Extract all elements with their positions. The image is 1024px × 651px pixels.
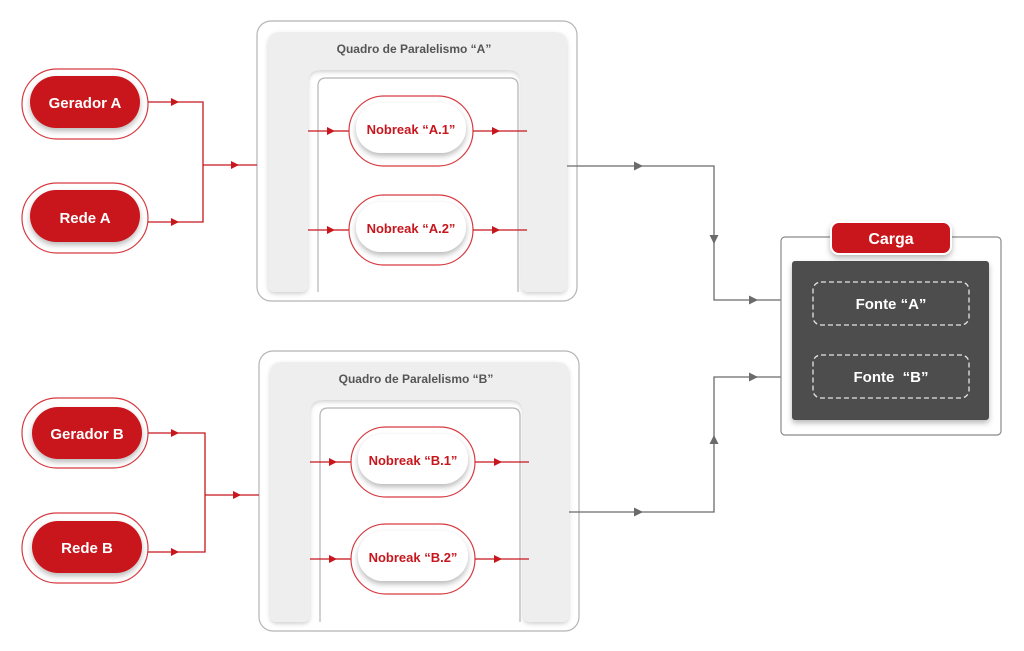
source-gerador-b: Gerador B — [21, 397, 149, 469]
gerador-b-label: Gerador B — [50, 426, 124, 443]
gerador-a-label: Gerador A — [49, 95, 122, 112]
connector-b-output — [569, 372, 792, 517]
rede-a-label: Rede A — [59, 210, 110, 227]
panel-a-title: Quadro de Paralelismo “A” — [337, 42, 492, 56]
connectors-a-input — [148, 98, 257, 226]
ups-a1-label: Nobreak “A.1” — [367, 122, 456, 137]
fonte-a-label: Fonte “A” — [856, 296, 927, 313]
ups-b2: Nobreak “B.2” — [310, 523, 529, 595]
ups-b1-label: Nobreak “B.1” — [369, 453, 458, 468]
connector-a-output — [567, 161, 792, 305]
connectors-b-input — [148, 429, 259, 556]
load: Carga Fonte “A” Fonte “B” — [780, 221, 1002, 436]
fonte-a: Fonte “A” — [812, 281, 970, 326]
panel-b-title: Quadro de Paralelismo “B” — [339, 372, 494, 386]
ups-b2-label: Nobreak “B.2” — [369, 550, 458, 565]
rede-b-label: Rede B — [61, 540, 113, 557]
fonte-b-label: Fonte “B” — [854, 369, 929, 386]
load-title: Carga — [868, 231, 913, 248]
fonte-b: Fonte “B” — [812, 354, 970, 399]
source-rede-a: Rede A — [21, 182, 149, 254]
source-rede-b: Rede B — [21, 512, 149, 584]
ups-b1: Nobreak “B.1” — [310, 426, 529, 498]
ups-a2: Nobreak “A.2” — [308, 194, 527, 266]
source-gerador-a: Gerador A — [21, 68, 149, 140]
ups-a1: Nobreak “A.1” — [308, 95, 527, 167]
ups-a2-label: Nobreak “A.2” — [367, 221, 456, 236]
